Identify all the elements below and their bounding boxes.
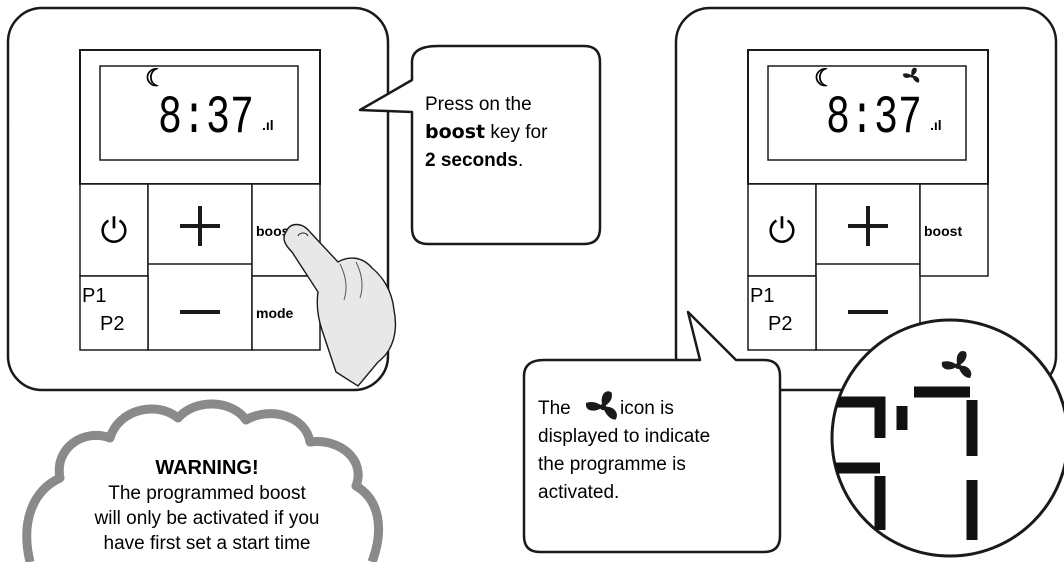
mode-key-label: mode bbox=[256, 305, 294, 321]
mode-key[interactable] bbox=[251, 275, 321, 351]
moon-icon: ☾ bbox=[814, 65, 836, 92]
left-display-screen bbox=[99, 65, 299, 161]
fan-callout-line2: displayed to indicate bbox=[538, 426, 710, 447]
callout-fan-icon: The icon is displayed to indicate the pr… bbox=[522, 310, 782, 554]
warning-line2: will only be activated if you bbox=[94, 508, 320, 529]
boost-key-label: boost bbox=[924, 223, 962, 239]
svg-text:Press on the: Press on the bbox=[425, 94, 532, 115]
fan-callout-line4: activated. bbox=[538, 482, 619, 503]
fan-callout-post: icon is bbox=[620, 398, 674, 419]
signal-icon: .ıl bbox=[930, 117, 942, 133]
fan-icon bbox=[903, 67, 920, 83]
power-icon: ⏻ bbox=[769, 212, 796, 250]
fan-callout-line3: the programme is bbox=[538, 454, 686, 475]
warning-title: WARNING! bbox=[155, 457, 258, 479]
svg-text:The: The bbox=[538, 398, 571, 419]
press-line2-rest: key for bbox=[485, 122, 548, 143]
signal-icon: .ıl bbox=[262, 117, 274, 133]
fan-icon bbox=[585, 391, 617, 420]
warning-line1: The programmed boost bbox=[108, 483, 306, 504]
right-thermostat: ☾ 8:37 .ıl ⏻ boost P1 P2 bbox=[674, 6, 1058, 392]
svg-text:boost key for: boost key for bbox=[425, 121, 548, 143]
p2-label: P2 bbox=[100, 313, 124, 335]
program-key[interactable] bbox=[747, 275, 817, 351]
left-time-readout: 8:37 bbox=[158, 88, 254, 149]
display-magnifier bbox=[830, 318, 1064, 558]
right-time-readout: 8:37 bbox=[826, 88, 922, 149]
press-line3-rest: . bbox=[518, 150, 523, 171]
boost-key[interactable] bbox=[919, 183, 989, 277]
program-key[interactable] bbox=[79, 275, 149, 351]
left-thermostat: ☾ 8:37 .ıl ⏻ boost P1 P2 mode bbox=[6, 6, 397, 392]
fan-callout-pre: The bbox=[538, 398, 571, 419]
pointing-hand-icon bbox=[283, 223, 397, 387]
warning-cloud: WARNING! The programmed boost will only … bbox=[22, 399, 383, 562]
right-display-screen bbox=[767, 65, 967, 161]
power-icon: ⏻ bbox=[101, 212, 128, 250]
p1-label: P1 bbox=[82, 285, 106, 307]
p2-label: P2 bbox=[768, 313, 792, 335]
fan-icon bbox=[941, 350, 972, 378]
warning-line3: have first set a start time bbox=[104, 533, 311, 554]
svg-text:2 seconds.: 2 seconds. bbox=[425, 150, 523, 171]
power-key[interactable] bbox=[747, 183, 817, 277]
press-duration: 2 seconds bbox=[425, 150, 518, 171]
moon-icon: ☾ bbox=[145, 65, 167, 92]
press-line1: Press on the bbox=[425, 94, 532, 115]
p1-label: P1 bbox=[750, 285, 774, 307]
callout-press-boost: Press on the boost key for 2 seconds. bbox=[358, 44, 602, 246]
press-boost-word: boost bbox=[425, 121, 485, 143]
